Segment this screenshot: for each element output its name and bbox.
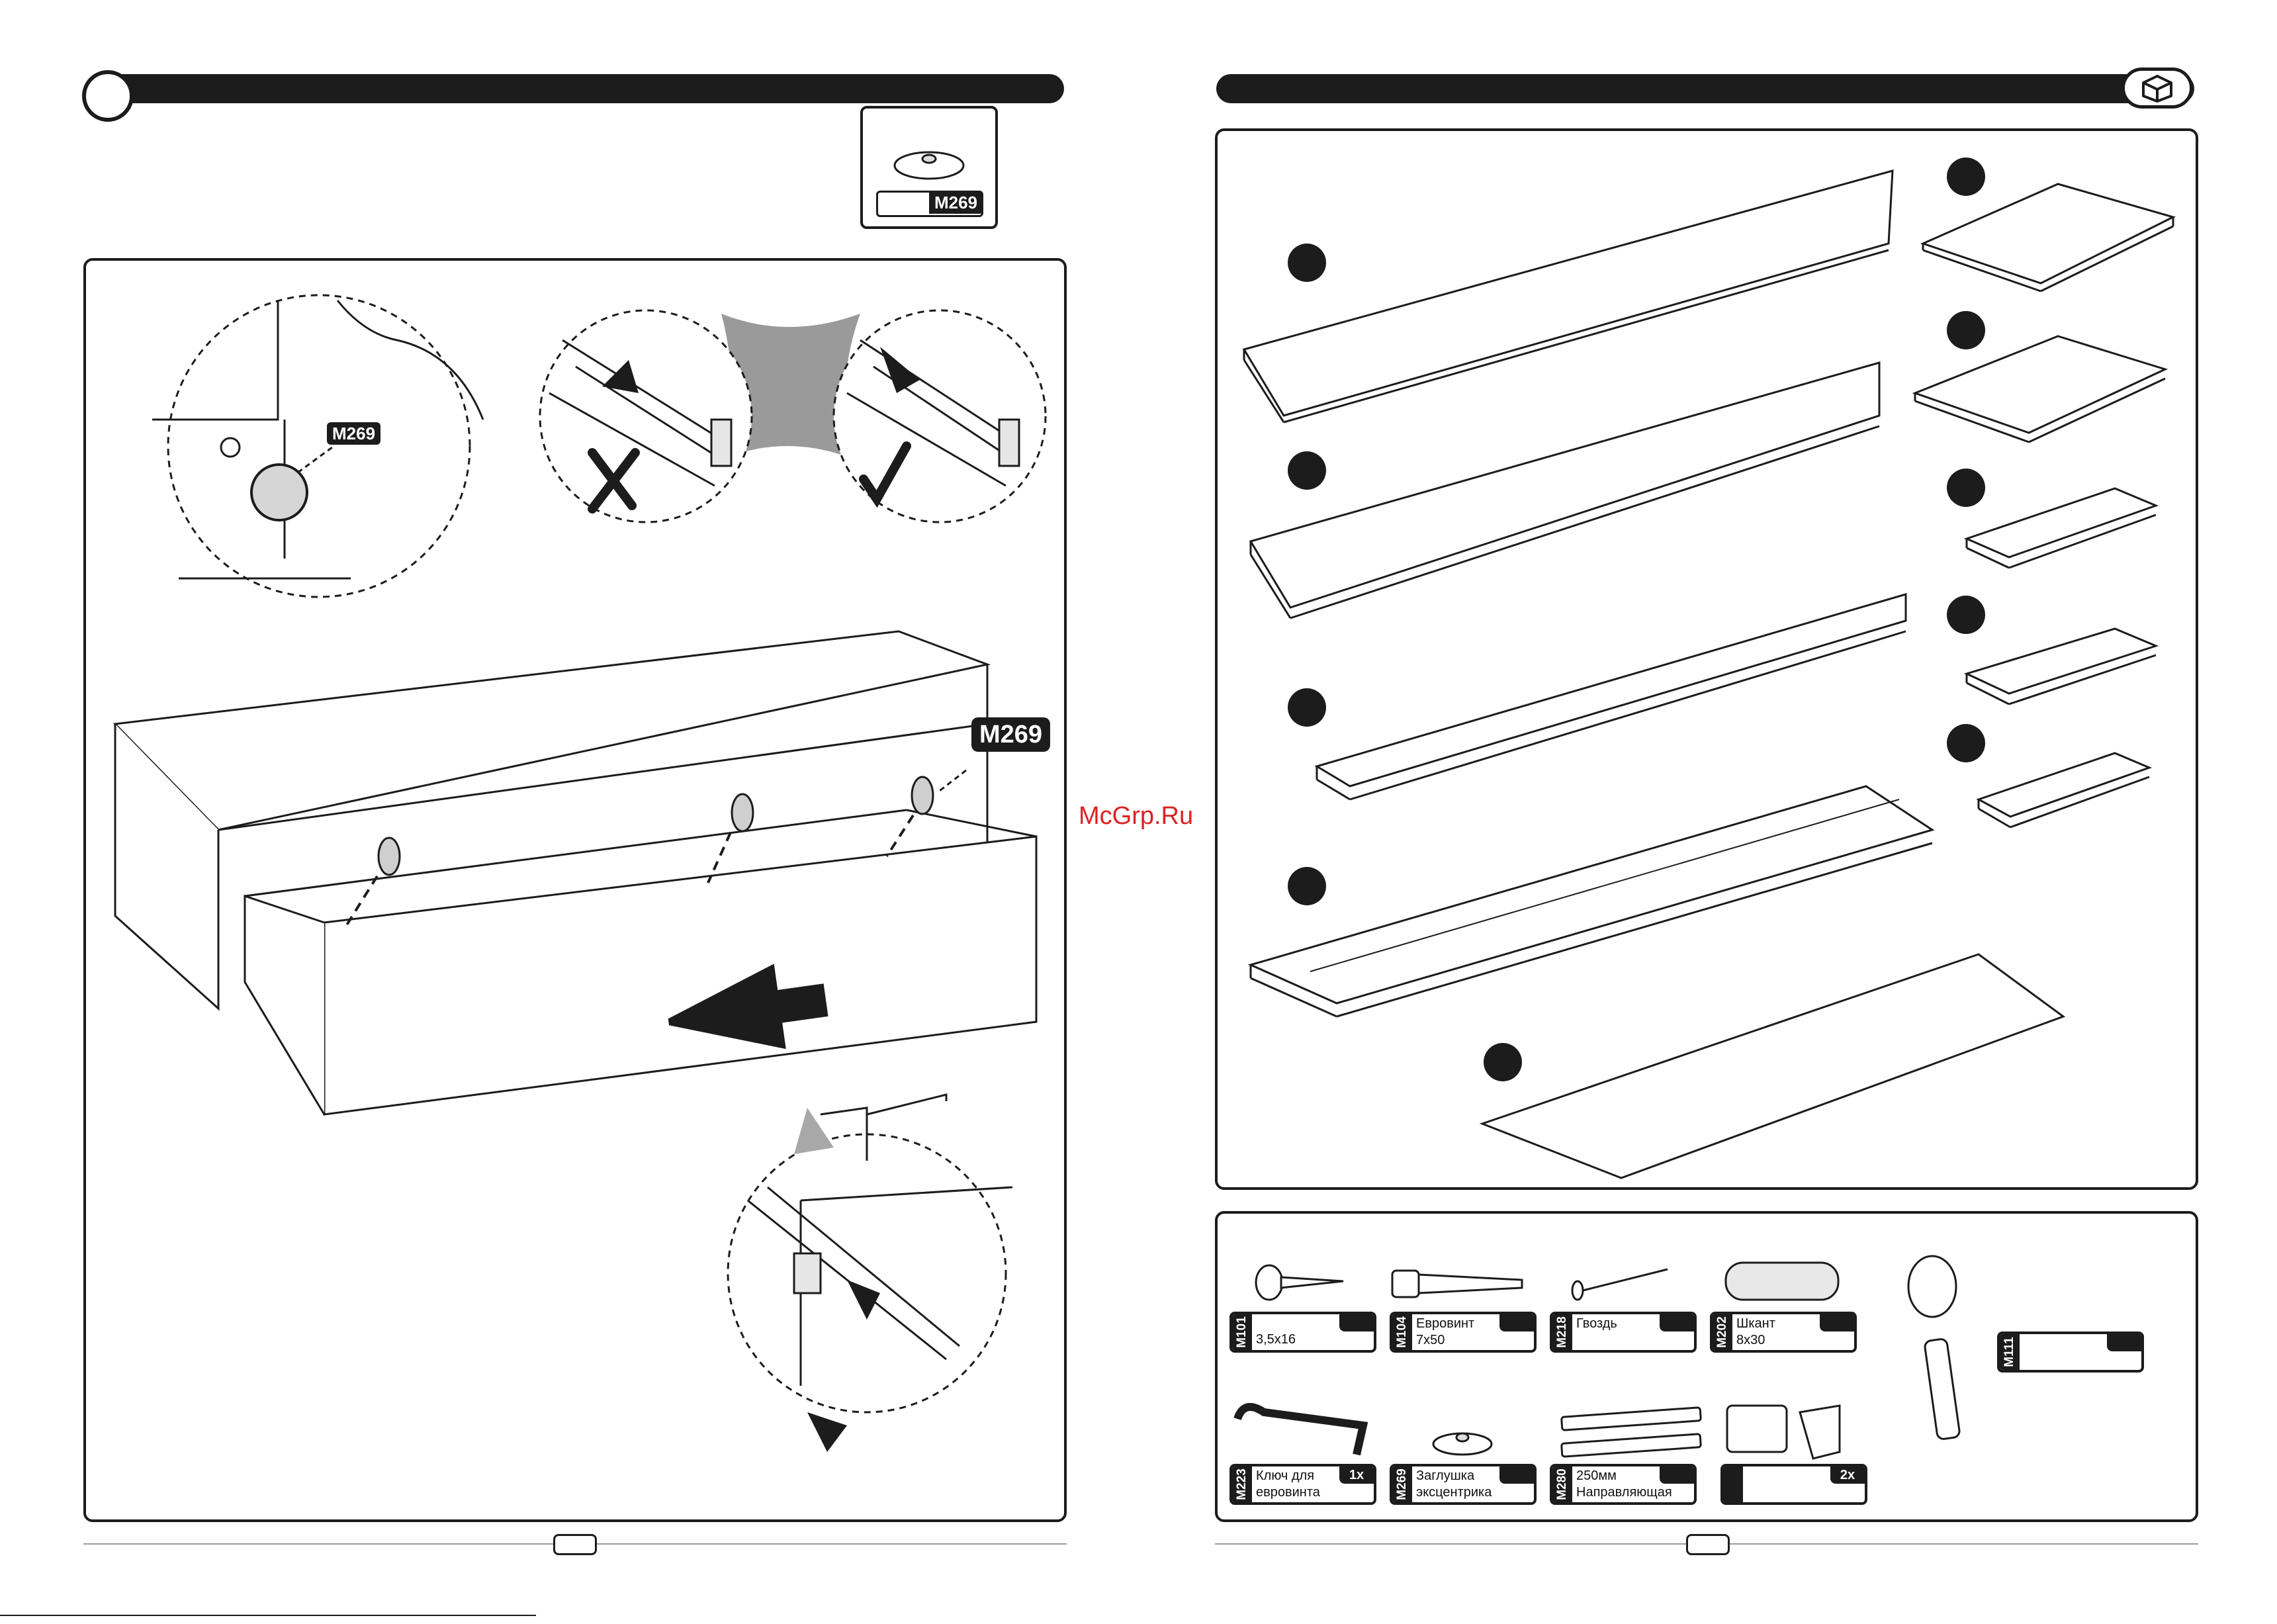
hardware-code-label: M269 [929, 191, 983, 214]
part-card-m218: M218 Гвоздь [1550, 1312, 1697, 1353]
panel-badge-7 [1947, 311, 1985, 349]
assembly-illustration [86, 261, 1064, 1519]
part-line2: Направляющая [1576, 1485, 1672, 1500]
part-card-m101: M101 3,5x16 [1229, 1312, 1376, 1353]
part-line1: Гвоздь [1576, 1316, 1617, 1331]
panel-badge-8 [1947, 469, 1985, 507]
hardware-label-box: M269 [876, 191, 983, 217]
watermark: McGrp.Ru [1079, 802, 1193, 831]
bottom-edge-line [0, 1615, 536, 1616]
part-card-bracket: 2x [1720, 1464, 1867, 1505]
cap-icon [863, 114, 995, 200]
panel-badge-9 [1947, 596, 1985, 634]
part-qty-badge [1339, 1314, 1374, 1331]
panel-badge-10 [1947, 724, 1985, 762]
part-card-m111: M111 [1997, 1331, 2144, 1373]
assembly-tag: M269 [971, 717, 1050, 752]
part-line1: Евровинт [1416, 1316, 1474, 1331]
part-line2: евровинта [1256, 1485, 1320, 1500]
box-icon [2121, 68, 2193, 109]
part-code-tab: M101 [1232, 1314, 1252, 1350]
panels-frame [1215, 128, 2198, 1190]
panel-badge-6 [1947, 158, 1985, 196]
part-line1: Шкант [1736, 1316, 1775, 1331]
detail-circle-wrong [540, 310, 752, 522]
part-line2: 7x50 [1416, 1333, 1445, 1347]
detail-circle-cap [168, 295, 470, 597]
detail-circle-slide [728, 1134, 1006, 1412]
left-instruction-frame: M269 M269 [83, 258, 1067, 1522]
right-page-number-box [1686, 1534, 1730, 1555]
right-header-bar [1216, 74, 2194, 103]
part-line2: 8x30 [1736, 1333, 1765, 1347]
panel-badge-5 [1484, 1043, 1522, 1081]
part-line1: Ключ для [1256, 1468, 1314, 1483]
left-header-bar [86, 74, 1064, 103]
cam-hole [221, 438, 240, 457]
part-line2: эксцентрика [1416, 1485, 1492, 1500]
panel-badge-1 [1288, 244, 1326, 282]
step-number-circle [82, 70, 134, 122]
part-line1: 250мм [1576, 1468, 1617, 1483]
left-page-number-box [553, 1534, 597, 1555]
detail-tag: M269 [327, 422, 380, 445]
panel-badge-3 [1288, 688, 1326, 727]
part-qty-badge: 2x [1830, 1466, 1865, 1484]
part-qty-badge: 1x [1339, 1466, 1374, 1484]
panel-badge-2 [1288, 451, 1326, 490]
box-icon-glyph [2137, 73, 2178, 103]
panels-illustration [1218, 131, 2196, 1187]
panel-badge-4 [1288, 867, 1326, 905]
part-line1: Заглушка [1416, 1468, 1474, 1483]
hardware-box: M269 [860, 106, 998, 229]
part-line1: 3,5x16 [1256, 1332, 1296, 1347]
